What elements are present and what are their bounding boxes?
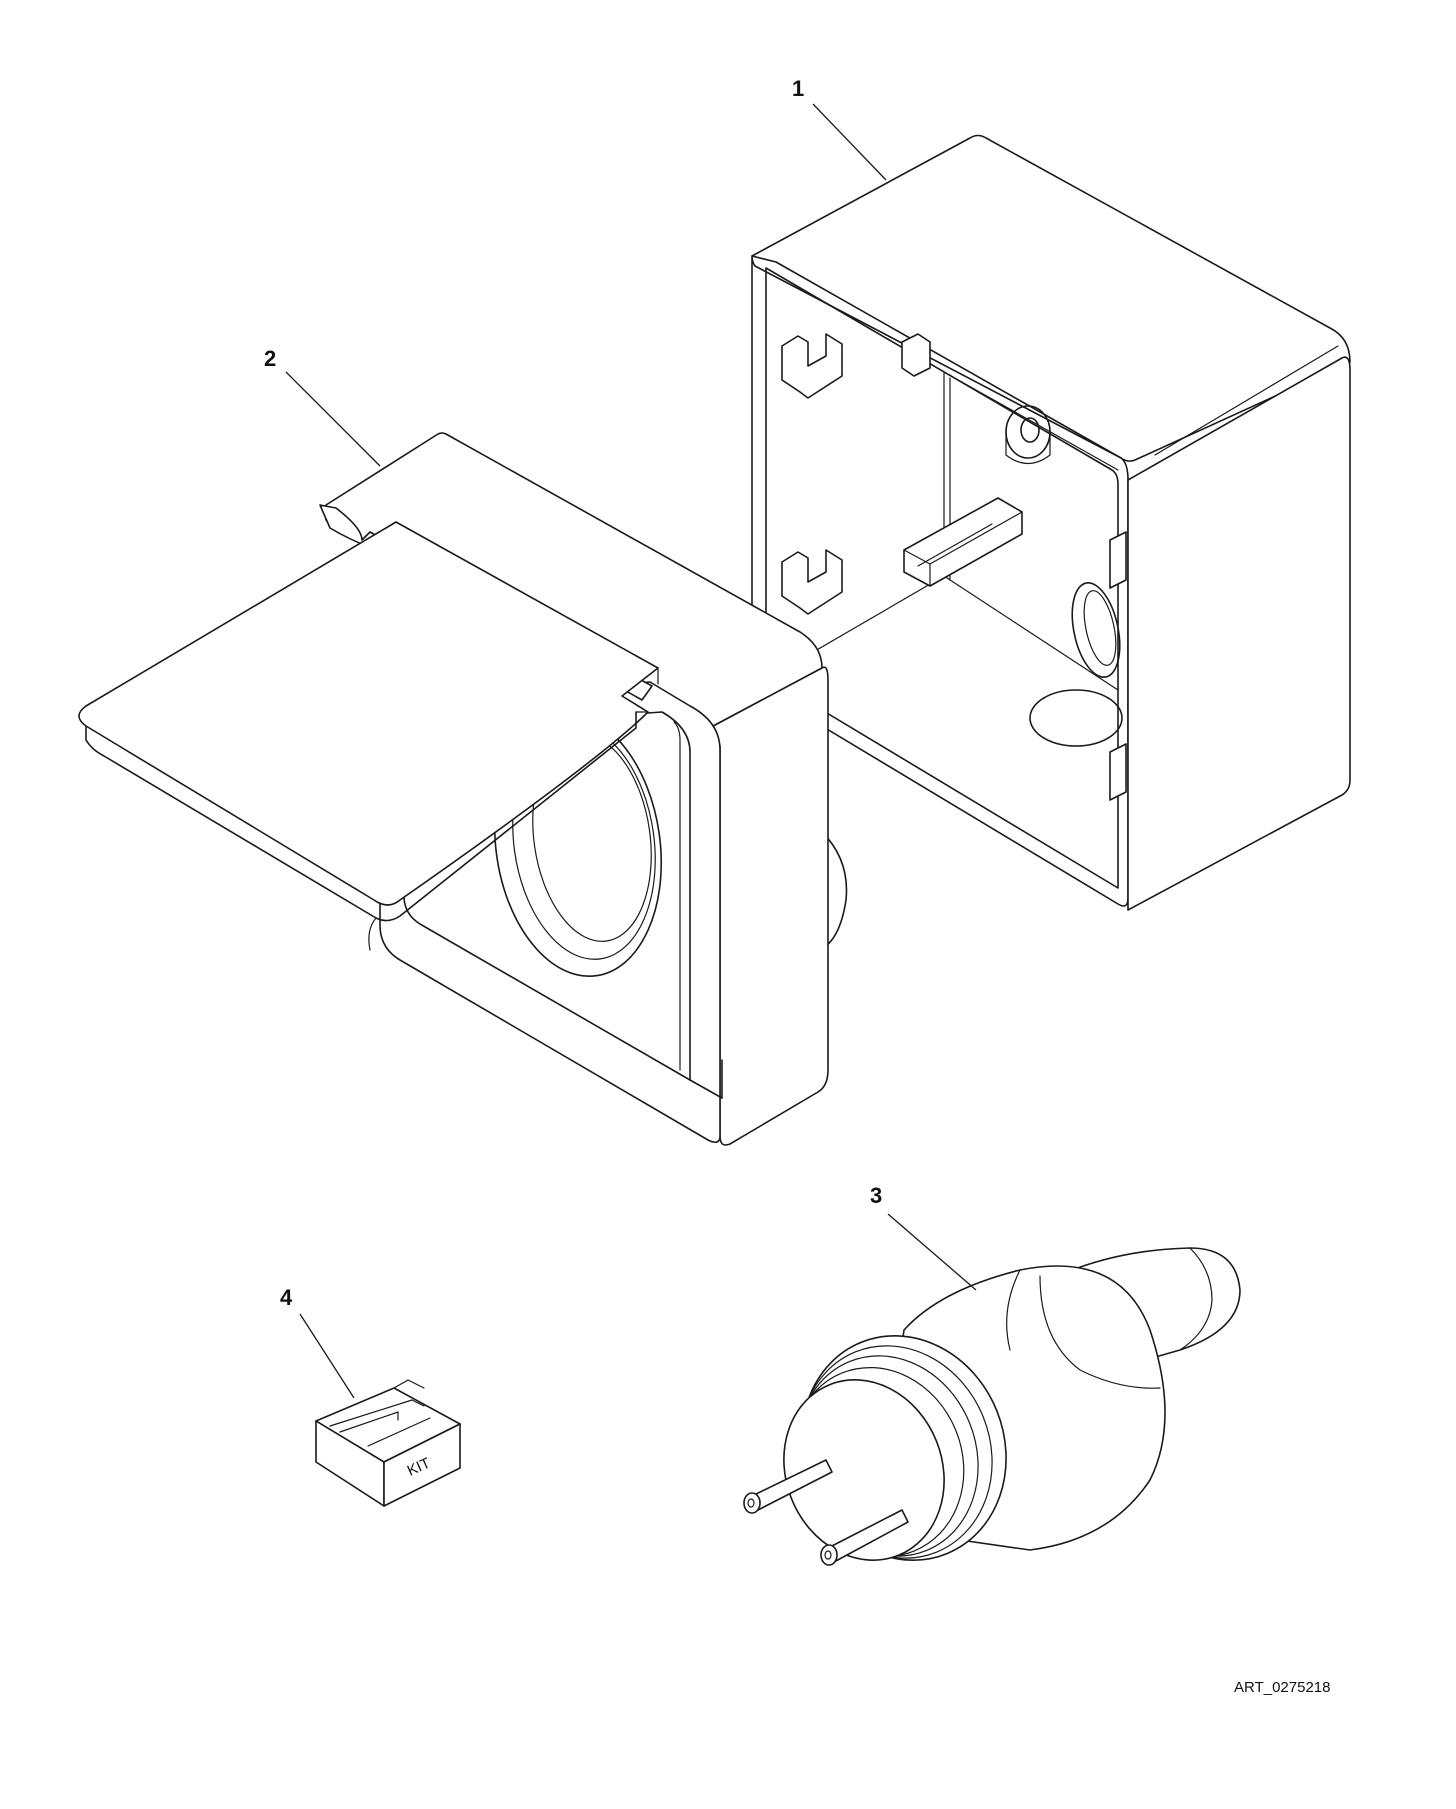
kit-box-part: KIT [315,1379,461,1507]
plug-part [743,1247,1241,1566]
callout-number-2: 2 [264,346,276,371]
callout-number-4: 4 [280,1285,293,1310]
leader-line-4 [299,1313,355,1399]
socket-front-plate-part [78,432,848,1146]
callout-number-3: 3 [870,1183,882,1208]
leader-lines [285,103,977,1399]
leader-line-2 [285,371,381,467]
leader-line-3 [887,1213,977,1291]
callout-number-1: 1 [792,76,804,101]
art-reference-label: ART_0275218 [1234,1679,1330,1696]
back-box-part [751,134,1351,911]
leader-line-1 [812,103,887,181]
